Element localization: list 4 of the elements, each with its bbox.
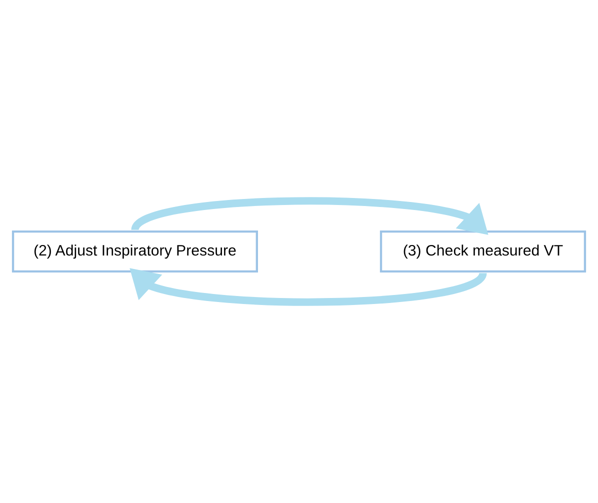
node-box: (3) Check measured VT <box>380 230 586 273</box>
node-box: (2) Adjust Inspiratory Pressure <box>12 230 258 273</box>
arrow <box>130 268 486 306</box>
arrow <box>132 197 488 235</box>
